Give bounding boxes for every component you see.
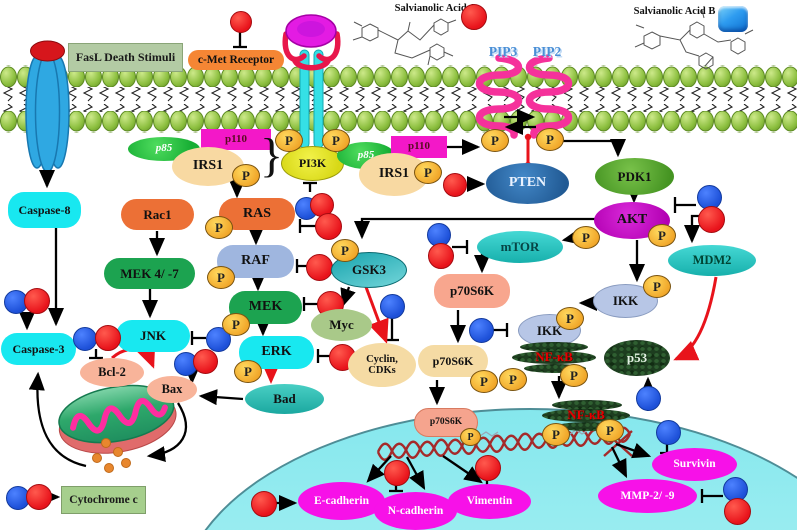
raf-inhibitor-dot	[306, 254, 333, 281]
node-caspase8: Caspase-8	[8, 192, 81, 228]
phospho-badge: P	[322, 129, 350, 152]
survivin-inhibitor-dot	[656, 420, 681, 445]
phospho-badge: P	[643, 275, 671, 298]
nfkb-nuclear-complex: NF-κB	[542, 400, 630, 432]
node-myc: Myc	[311, 309, 372, 341]
nfkb-blob	[520, 342, 588, 352]
node-vimentin: Vimentin	[448, 484, 531, 519]
phospho-badge: P	[232, 164, 260, 187]
node-jnk: JNK	[116, 320, 190, 352]
cmet-receptor-icon	[282, 14, 341, 149]
nfkb-blob	[524, 364, 586, 373]
phospho-badge: P	[536, 128, 564, 151]
ikk-inhibitor-dot	[469, 318, 494, 343]
p53-activator-dot	[636, 386, 661, 411]
nfkb-blob	[542, 409, 630, 422]
cytc-dot-a	[26, 484, 52, 510]
node-pten: PTEN	[486, 163, 569, 204]
node-mtor: mTOR	[477, 231, 563, 263]
plasma-membrane	[0, 65, 797, 133]
phospho-badge: P	[275, 129, 303, 152]
phospho-badge: P	[222, 313, 250, 336]
bcl2-dot-b	[73, 327, 97, 351]
node-mdm2: MDM2	[668, 245, 756, 276]
vimentin-inhibitor-dot	[475, 455, 501, 481]
bcl2-dot-a	[95, 325, 121, 351]
mitochondrion-icon	[58, 384, 177, 454]
nfkb-blob	[556, 422, 620, 431]
phospho-badge: P	[205, 216, 233, 239]
phospho-badge: P	[596, 419, 624, 442]
phospho-badge: P	[207, 266, 235, 289]
node-p110-left: p110	[201, 129, 271, 150]
node-bax: Bax	[147, 376, 197, 403]
phospho-badge: P	[556, 307, 584, 330]
node-p110-right: p110	[391, 136, 447, 158]
pip3-coil-icon	[475, 54, 523, 139]
node-mek47: MEK 4/ -7	[104, 258, 195, 289]
node-bad: Bad	[245, 384, 324, 414]
node-survivin: Survivin	[652, 448, 737, 481]
caspase3-dot-a	[24, 288, 50, 314]
fas-receptor-icon	[25, 40, 70, 173]
nfkb-nuclear-label: NF-κB	[567, 407, 605, 422]
phospho-badge: P	[499, 368, 527, 391]
salvianolic-a-structure	[352, 18, 457, 66]
nfkb-blob	[552, 400, 622, 410]
node-bcl2: Bcl-2	[80, 358, 144, 387]
pip3-label: PIP3	[488, 43, 518, 59]
node-irs1-left: IRS1	[172, 147, 244, 186]
phospho-badge: P	[560, 364, 588, 387]
salvianolic-a-dot	[461, 4, 487, 30]
akt-dot-a	[698, 206, 725, 233]
phospho-badge: P	[470, 370, 498, 393]
mtor-dot-b	[427, 223, 451, 247]
node-caspase3: Caspase-3	[1, 333, 76, 365]
dna-helix-icon	[376, 426, 633, 461]
phospho-badge: P	[234, 360, 262, 383]
bax-dot-a	[193, 349, 218, 374]
node-n-cadherin: N-cadherin	[374, 492, 457, 530]
phospho-badge: P	[542, 423, 570, 446]
mtor-dot-a	[428, 243, 454, 269]
activation-arrows	[18, 108, 710, 512]
node-p53: p53	[604, 340, 670, 376]
salvianolic-a-label: Salvianolic Acid A	[394, 3, 477, 15]
phospho-badge: P	[331, 239, 359, 262]
cytochrome-c-label: Cytochrome c	[61, 486, 146, 514]
phospho-badge: P	[481, 129, 509, 152]
phospho-badge: P	[572, 226, 600, 249]
ecadherin-activator-dot	[251, 491, 277, 517]
ras-inhibitor-dot	[315, 213, 342, 240]
fasl-death-stimuli-label: FasL Death Stimuli	[68, 43, 183, 72]
chromatin-squiggle	[479, 429, 589, 437]
pip2-label: PIP2	[532, 43, 562, 59]
salvianolic-b-cube	[718, 6, 748, 32]
cmet-receptor-label: c-Met Receptor	[188, 50, 284, 70]
phospho-badge: P	[648, 224, 676, 247]
node-mmp: MMP-2/ -9	[598, 479, 697, 513]
cmet-inhibitor-dot	[230, 11, 252, 33]
phospho-badge: P	[414, 161, 442, 184]
akt-dot-b	[697, 185, 722, 210]
node-e-cadherin: E-cadherin	[298, 482, 385, 520]
pip2-coil-icon	[525, 54, 573, 139]
salvianolic-b-label: Salvianolic Acid B	[633, 6, 716, 18]
ncadherin-inhibitor-dot	[384, 460, 410, 486]
nfkb-blob	[512, 351, 596, 364]
cytochrome-c-dots	[92, 438, 131, 473]
nfkb-cyto-label: NF-κB	[535, 349, 573, 364]
salvianolic-b-structure	[634, 9, 754, 70]
jnk-inhibitor-dot	[206, 327, 231, 352]
phospho-badge: P	[460, 428, 481, 446]
node-cyclin-cdks: Cyclin, CDKs	[348, 343, 416, 387]
node-p70s6k-upper: p70S6K	[434, 274, 510, 308]
nfkb-cyto-complex: NF-κB	[512, 342, 596, 374]
cyclin-inhibitor-dot	[380, 294, 405, 319]
mmp-dot-a	[724, 498, 751, 525]
node-pdk1: PDK1	[595, 158, 674, 195]
node-rac1: Rac1	[121, 199, 194, 230]
pten-activator-dot	[443, 173, 467, 197]
